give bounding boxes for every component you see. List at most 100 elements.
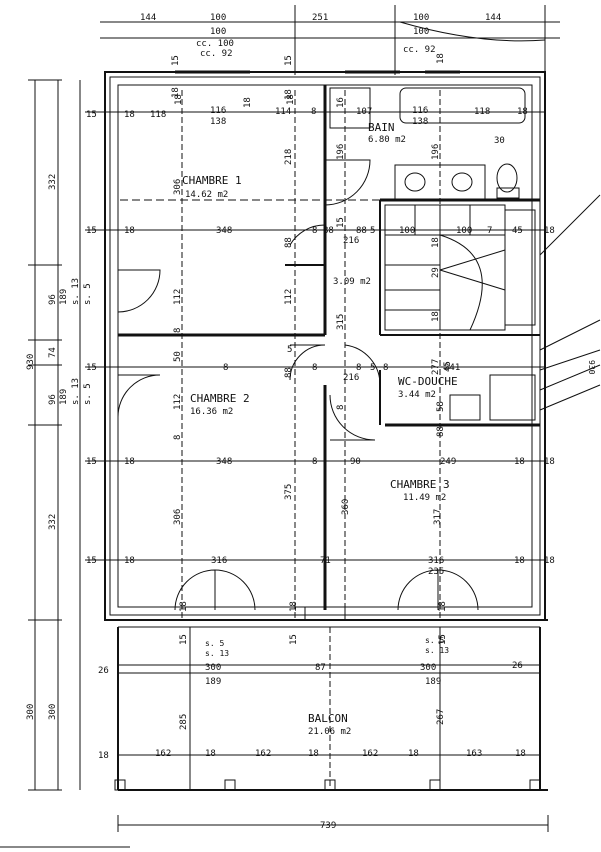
dim-left-300a: 300 [26,704,36,720]
dim-top-100a: 100 [210,13,226,23]
dim-left-74: 74 [48,347,58,358]
dim-r5-15: 15 [86,556,97,566]
dim-b-87: 87 [315,663,326,673]
dim-hall-88: 88 [284,237,294,248]
dim-hall-8: 8 [173,328,183,333]
dim-b-15b: 15 [289,634,299,645]
dim-r3-216: 216 [343,373,359,383]
dim-r2-18e: 18 [544,226,555,236]
dim-v2-112: 112 [173,394,183,410]
dim-total-739: 739 [320,821,336,831]
dim-b-15c: 15 [438,634,448,645]
dim-left-s5b: s. 5 [83,383,93,405]
dim-r4-8: 8 [312,457,317,467]
dim-left-189b: 189 [59,389,69,405]
dim-r1-18e: 18 [517,107,528,117]
dim-r2-45: 45 [512,226,523,236]
dim-r4-348: 348 [216,457,232,467]
dim-top-144b: 144 [485,13,501,23]
dim-bb-18b: 18 [205,749,216,759]
dim-b-189a: 189 [205,677,221,687]
room-wc-name: WC-DOUCHE [398,375,458,388]
dim-r3-277: 277 [431,359,441,375]
dim-hall-18a: 18 [431,237,441,248]
room-chambre2-area: 16.36 m2 [190,407,233,417]
dim-hall-315: 315 [336,314,346,330]
dim-hall-112b: 112 [284,289,294,305]
dim-r2-7: 7 [487,226,492,236]
dim-r3-88: 88 [284,367,294,378]
room-chambre3-area: 11.49 m2 [403,493,446,503]
dim-v-196b: 196 [431,144,441,160]
dim-v-18a: 18 [171,87,181,98]
dim-r4-90: 90 [350,457,361,467]
dim-r4-249: 249 [440,457,456,467]
dim-r2-88b: 88 [356,226,367,236]
dim-bb-162b: 162 [255,749,271,759]
dim-r1-16: 16 [336,97,346,108]
dim-r5-18b: 18 [514,556,525,566]
dim-left-96b: 96 [48,394,58,405]
dim-r2-100a: 100 [399,226,415,236]
dim-r2-348: 348 [216,226,232,236]
dim-left-300b: 300 [48,704,58,720]
dim-hall-18b: 18 [431,311,441,322]
dim-r1-30: 30 [494,136,505,146]
dim-r2-18: 18 [124,226,135,236]
dim-r2-5: 5 [370,226,375,236]
dim-left-s5a: s. 5 [83,283,93,305]
dim-b-267: 267 [436,709,446,725]
dim-v-218: 218 [284,149,294,165]
dim-b-s5a: s. 5 [205,639,224,648]
dim-b-s13b: s. 13 [425,646,449,655]
dim-left-s13a: s. 13 [71,278,81,305]
dim-left-96a: 96 [48,294,58,305]
dim-v-306a: 306 [173,179,183,195]
dim-r3-88b: 88 [436,426,446,437]
dim-top-cc92b: cc. 92 [403,45,436,55]
dim-b-s13a: s. 13 [205,649,229,658]
dim-b-s5b: s. 5 [425,636,444,645]
dim-r5-316a: 316 [211,556,227,566]
dim-r1-116b: 116 [412,106,428,116]
dim-r3-50: 50 [173,351,183,362]
plan-linework [0,5,601,848]
dim-top-100c: 100 [413,13,429,23]
dim-hall-112a: 112 [173,289,183,305]
dim-r1-18c: 18 [243,97,253,108]
dim-bb-162c: 162 [362,749,378,759]
dim-r1-138: 138 [210,117,226,127]
dim-left-930: 930 [26,354,36,370]
dim-hall-29: 29 [431,267,441,278]
dim-r3-8c: 8 [356,363,361,373]
dim-r1-114: 114 [275,107,291,117]
dim-r2-15: 15 [86,226,97,236]
dim-b-26a: 26 [98,666,109,676]
dim-bb-18a: 18 [98,751,109,761]
dim-r2-100b: 100 [456,226,472,236]
dim-v2-8b: 8 [336,405,346,410]
dim-left-s13b: s. 13 [71,378,81,405]
dim-r3-241: 241 [444,363,460,373]
dim-v-15a: 15 [171,55,181,66]
dim-bb-163: 163 [466,749,482,759]
dim-r3-15: 15 [86,363,97,373]
dim-r1-18a: 18 [124,110,135,120]
room-chambre3-name: CHAMBRE 3 [390,478,450,491]
dim-bb-18d: 18 [408,749,419,759]
dim-top-144a: 144 [140,13,156,23]
dim-r5-235: 235 [428,567,444,577]
dim-left-189a: 189 [59,289,69,305]
dim-r2-216: 216 [343,236,359,246]
dim-r1-107: 107 [356,107,372,117]
dim-v-18b: 18 [284,89,294,100]
dim-bb-18e: 18 [515,749,526,759]
dim-bb-162a: 162 [155,749,171,759]
dim-b-18c: 18 [438,601,448,612]
dim-r3-45: 45 [443,361,453,372]
dim-v3-360: 360 [341,499,351,515]
room-hall-area: 3.09 m2 [333,277,371,287]
dim-r4-18c: 18 [544,457,555,467]
dim-bb-18c: 18 [308,749,319,759]
